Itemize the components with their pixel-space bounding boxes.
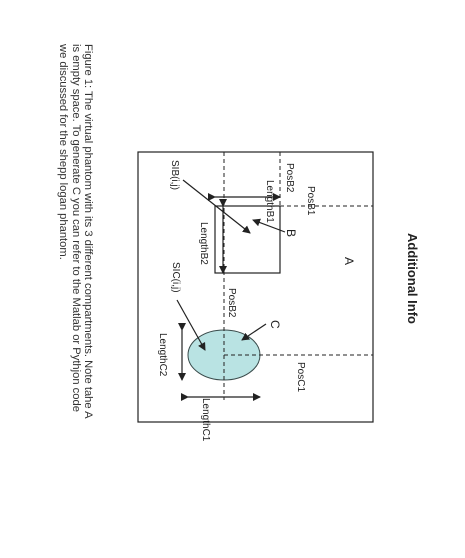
caption-line: we discussed for the shepp logan phantom… bbox=[57, 44, 70, 260]
label-posb2-top: PosB2 bbox=[284, 163, 295, 193]
label-posb1: PosB1 bbox=[305, 186, 316, 216]
label-b: B bbox=[284, 229, 298, 237]
label-c: C bbox=[268, 320, 282, 329]
sib-pointer-arrow bbox=[182, 179, 251, 234]
label-sic: SIC(i,j) bbox=[170, 262, 181, 293]
sic-pointer-arrow bbox=[176, 299, 206, 351]
caption-line: Figure 1: The virtual phantom with its 3… bbox=[82, 44, 94, 419]
label-lengthb1: LengthB1 bbox=[264, 180, 275, 223]
figure-caption: Figure 1: The virtual phantom with its 3… bbox=[57, 44, 94, 524]
outer-region-a bbox=[137, 151, 374, 423]
label-lengthb2: LengthB2 bbox=[198, 222, 209, 265]
label-posb2-mid: PosB2 bbox=[226, 288, 237, 318]
b-pointer-arrow bbox=[252, 218, 286, 233]
rectangle-b bbox=[214, 205, 281, 274]
caption-line: is empty space. To generate C you can re… bbox=[69, 44, 82, 412]
label-posc1: PosC1 bbox=[295, 362, 306, 392]
label-a: A bbox=[342, 257, 356, 265]
c-pointer-arrow bbox=[241, 323, 267, 341]
label-sib: SIB(i,j) bbox=[169, 160, 180, 190]
label-lengthc1: LengthC1 bbox=[200, 398, 211, 442]
label-lengthc2: LengthC2 bbox=[157, 333, 168, 377]
